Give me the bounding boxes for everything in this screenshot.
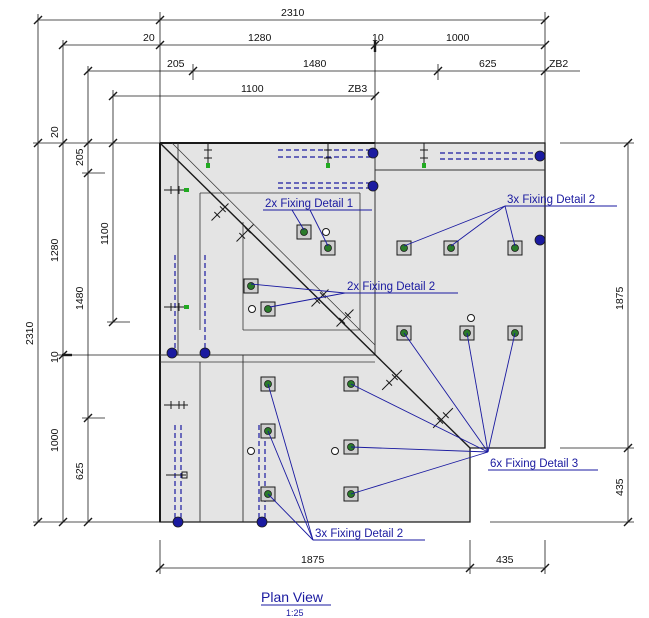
dim-top-1480: 1480	[303, 58, 327, 70]
dim-bottom-1875: 1875	[301, 554, 325, 566]
dashed-rails	[174, 149, 538, 520]
title-scale: 1:25	[286, 608, 304, 618]
dim-right-1875: 1875	[614, 286, 626, 310]
dim-left-1000: 1000	[49, 428, 61, 452]
callout-fixing-2-bottom: 3x Fixing Detail 2	[315, 528, 403, 540]
dim-top-1000: 1000	[446, 32, 470, 44]
dim-top-625: 625	[479, 58, 497, 70]
callout-leaders	[250, 205, 617, 541]
dim-top-1100: 1100	[241, 83, 264, 95]
dim-left-10: 10	[49, 351, 61, 363]
dim-top-1280: 1280	[248, 32, 272, 44]
callout-fixing-3: 6x Fixing Detail 3	[490, 458, 578, 470]
dim-left-overall: 2310	[24, 321, 36, 345]
callout-fixing-2-mid: 2x Fixing Detail 2	[347, 281, 435, 293]
dim-left-1100: 1100	[99, 222, 111, 245]
dim-left-625: 625	[74, 462, 86, 480]
dim-top-overall: 2310	[281, 7, 305, 19]
callout-fixing-1: 2x Fixing Detail 1	[265, 198, 353, 210]
bolt-symbols	[164, 143, 454, 479]
holes	[247, 228, 475, 455]
view-title: Plan View 1:25	[261, 589, 331, 618]
title-plan-view: Plan View	[261, 589, 324, 605]
dim-top-10: 10	[372, 32, 384, 44]
dimension-labels: 2310 20 1280 10 1000 205 1480 625 ZB2 11…	[24, 7, 626, 566]
dim-top-20: 20	[143, 32, 155, 44]
dim-left-1280: 1280	[49, 238, 61, 262]
fixing-plate	[320, 240, 336, 256]
fixing-plate	[396, 240, 412, 256]
dimension-thick-marks	[62, 41, 377, 357]
dim-left-1480: 1480	[74, 286, 86, 310]
fixing-plate	[260, 301, 276, 317]
panel-outline	[159, 142, 546, 523]
fixing-plate	[243, 278, 259, 294]
dimension-lines	[33, 12, 634, 574]
dimension-ticks	[33, 15, 633, 573]
callout-fixing-2-top: 3x Fixing Detail 2	[507, 194, 595, 206]
fixing-plate	[443, 240, 459, 256]
dim-right-435: 435	[614, 478, 626, 496]
dim-bottom-435: 435	[496, 554, 514, 566]
dim-top-zb2: ZB2	[549, 58, 568, 70]
lifting-inserts	[166, 147, 546, 528]
fixing-plate	[507, 240, 523, 256]
dim-top-zb3: ZB3	[348, 83, 367, 95]
dim-left-20: 20	[49, 126, 61, 138]
dim-top-205: 205	[167, 58, 185, 70]
fixing-plate	[296, 224, 312, 240]
dim-left-205: 205	[74, 148, 86, 166]
callouts: 2x Fixing Detail 1 3x Fixing Detail 2 2x…	[265, 194, 595, 540]
